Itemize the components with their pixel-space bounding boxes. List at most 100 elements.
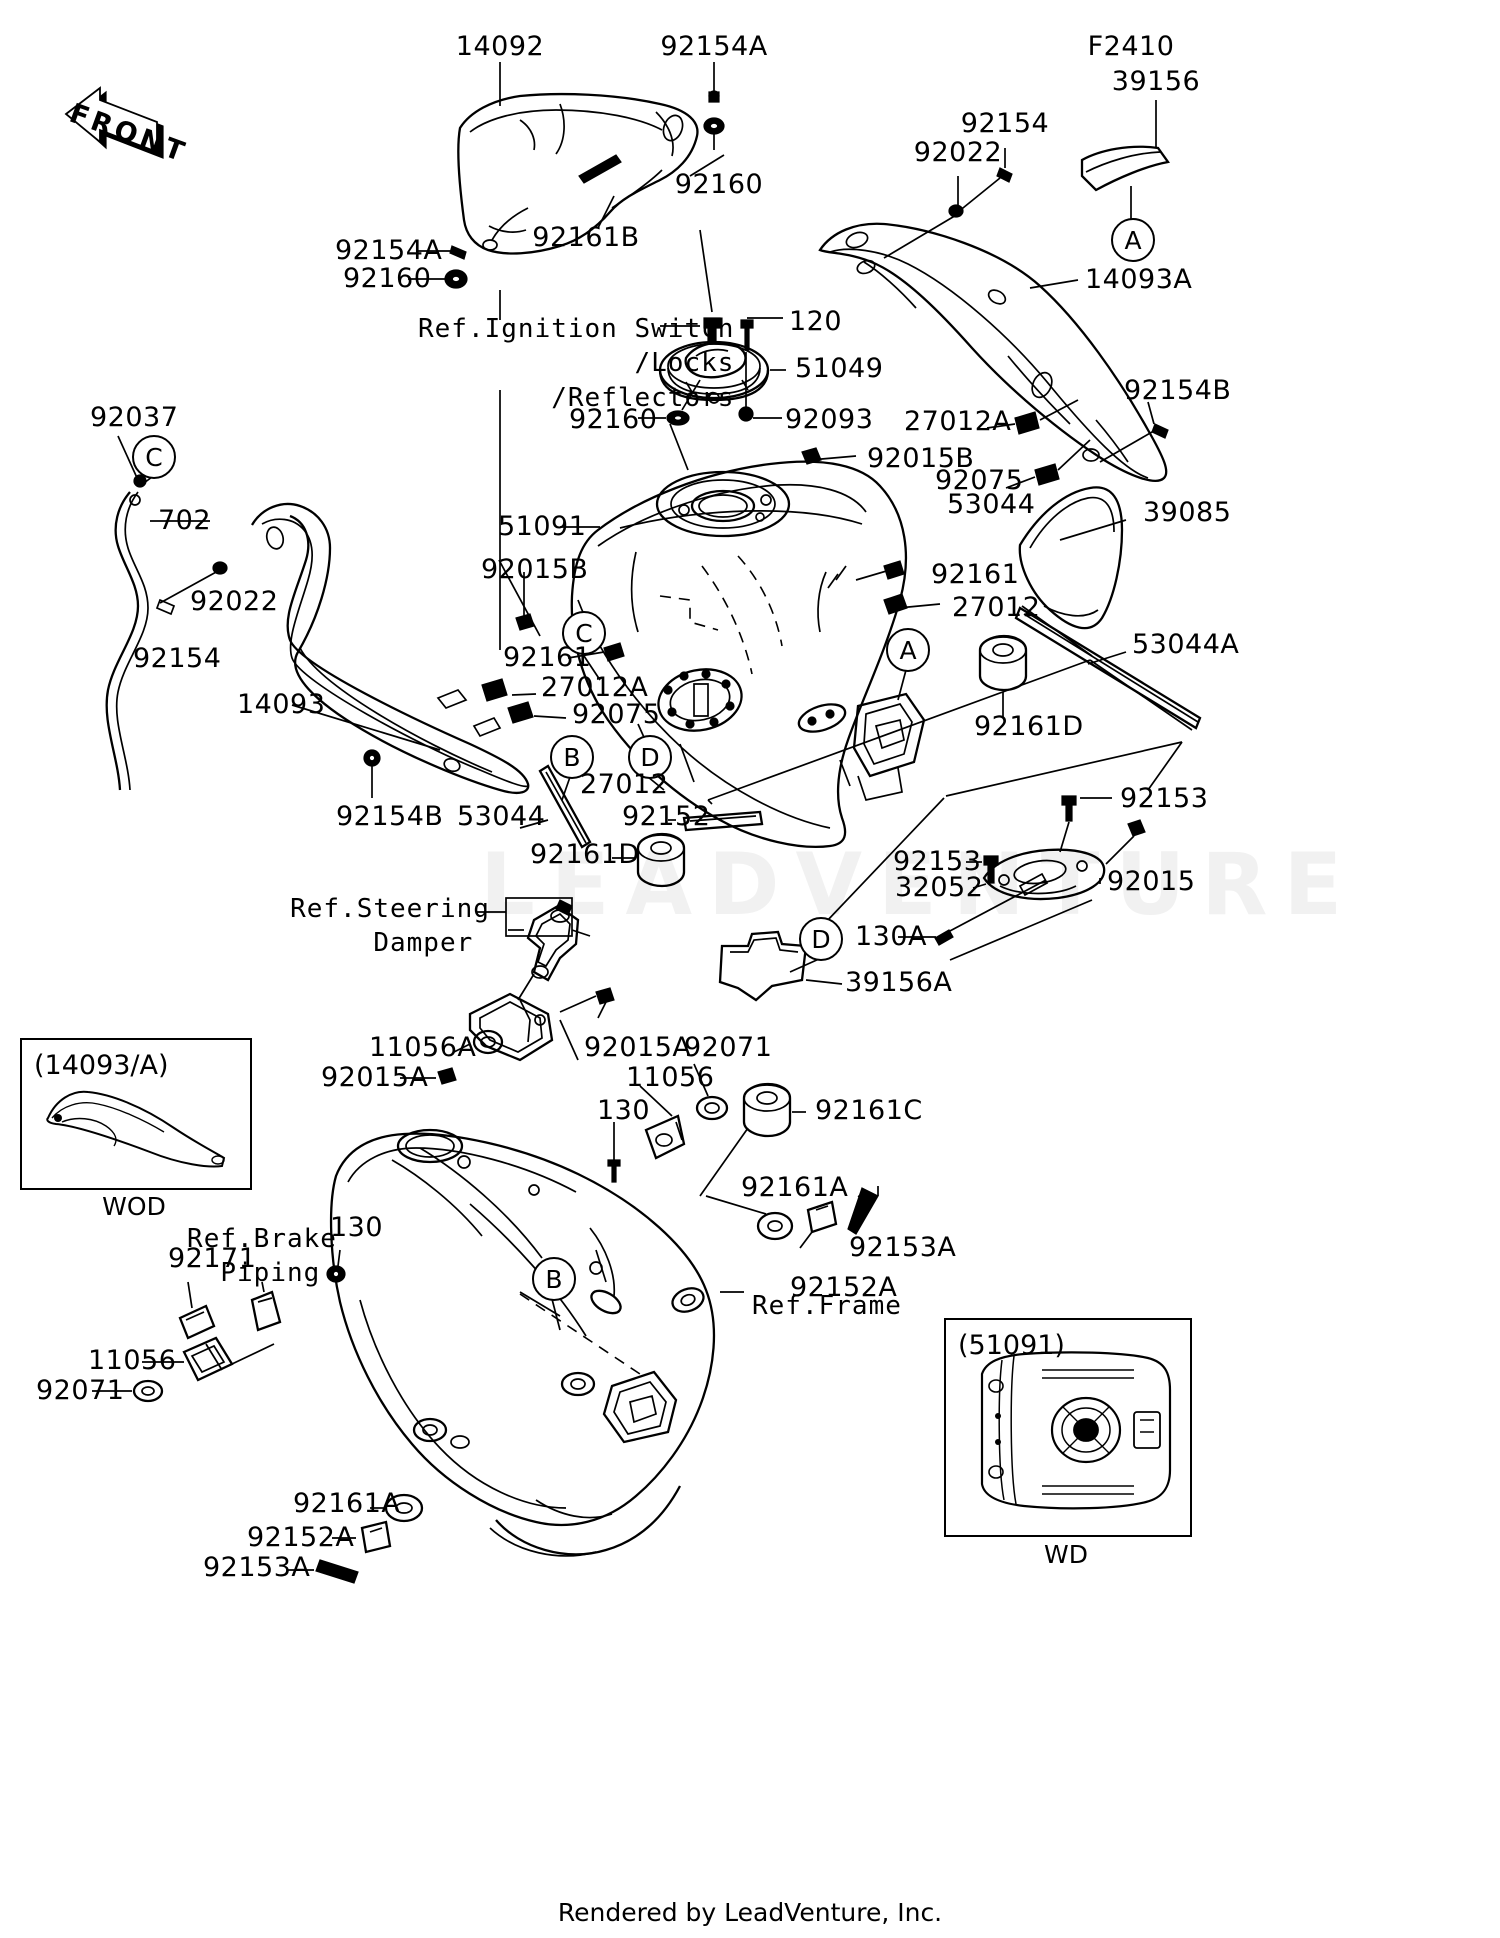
- clip-27012A-left: [481, 678, 508, 702]
- part-92152-rod: [682, 810, 764, 832]
- part-39085-pad: [1018, 486, 1124, 630]
- part-number-92153A: 92153A: [203, 1552, 311, 1583]
- part-number-130: 130: [597, 1095, 651, 1126]
- part-number-92161D: 92161D: [974, 711, 1084, 742]
- fastener-92154B-left: [363, 749, 381, 767]
- part-number-53044: 53044: [947, 489, 1036, 520]
- part-92161D-grommet-left: [636, 832, 686, 888]
- fastener-92154A-top: [708, 90, 720, 103]
- part-number-92071: 92071: [36, 1375, 125, 1406]
- fastener-92160-cap: [666, 410, 690, 426]
- fastener-92071-bottom: [132, 1379, 164, 1403]
- fastener-92015A-left: [437, 1067, 457, 1085]
- fuel-pump-plate: [657, 668, 743, 732]
- part-number-92022: 92022: [913, 137, 1003, 168]
- part-number-11056: 11056: [626, 1062, 715, 1093]
- ref-ignition-switch-label: Ref.Ignition Switch /Locks /Reflectors: [418, 314, 735, 413]
- part-32052-catch: [982, 848, 1106, 901]
- callout-marker-D-2: D: [799, 917, 843, 961]
- clip-92161-left: [603, 642, 625, 662]
- part-number-51049: 51049: [795, 353, 884, 384]
- part-number-39085: 39085: [1143, 497, 1232, 528]
- fastener-92152A-right: [806, 1200, 838, 1234]
- part-number-92161B: 92161B: [532, 222, 640, 253]
- tank-filler-ring: [655, 470, 791, 538]
- part-number-92171: 92171: [168, 1243, 257, 1274]
- part-number-92154B: 92154B: [1124, 375, 1232, 406]
- part-number-92161A: 92161A: [293, 1488, 401, 1519]
- clip-92075-left: [507, 701, 534, 724]
- fastener-92153A-right: [847, 1187, 879, 1235]
- fastener-92015B-left: [515, 613, 535, 631]
- part-number-92015: 92015: [1107, 866, 1196, 897]
- part-number-92075: 92075: [935, 465, 1024, 496]
- part-39156-pad: [1080, 145, 1170, 192]
- part-53044-strip-left: [538, 764, 592, 849]
- fastener-92022-left: [212, 561, 228, 575]
- part-number-92161A: 92161A: [741, 1172, 849, 1203]
- fastener-92153-left: [983, 855, 999, 884]
- part-number-92015B: 92015B: [481, 554, 589, 585]
- callout-marker-C-1: C: [132, 435, 176, 479]
- part-number-92037: 92037: [90, 402, 179, 433]
- fastener-120-bolt: [740, 319, 754, 351]
- part-53044A-strip: [1014, 606, 1202, 730]
- part-number-130A: 130A: [855, 921, 928, 952]
- part-number-92153A: 92153A: [849, 1232, 957, 1263]
- part-number-92154A: 92154A: [335, 235, 443, 266]
- fastener-92154B-right: [1151, 423, 1169, 439]
- tail-cowl-inset: [20, 1038, 252, 1190]
- part-piping-clamp: [250, 1290, 282, 1332]
- part-number-92022: 92022: [190, 586, 279, 617]
- clip-27012-right: [883, 593, 908, 615]
- fastener-92154A-left: [449, 245, 467, 260]
- tail-cowl-inset-caption: (14093/A): [34, 1050, 169, 1081]
- part-number-32052: 32052: [895, 872, 984, 903]
- fastener-damper-screw: [555, 899, 573, 916]
- part-number-92154: 92154: [133, 643, 222, 674]
- part-14093A-cover: [818, 222, 1168, 482]
- part-number-27012A: 27012A: [904, 406, 1012, 437]
- fastener-92152A-bottom: [360, 1520, 392, 1554]
- callout-marker-B-1: B: [550, 735, 594, 779]
- fastener-130-left: [326, 1265, 346, 1283]
- clip-92075-right: [1034, 463, 1060, 486]
- fastener-92153-top: [1061, 795, 1077, 822]
- part-number-27012A: 27012A: [541, 672, 649, 703]
- frame-lower-fittings: [412, 1287, 705, 1449]
- callout-marker-A-1: A: [1111, 218, 1155, 262]
- fastener-130A-bolt: [934, 872, 1049, 946]
- part-14092-cover: [457, 92, 699, 255]
- fastener-92160-left: [444, 269, 468, 289]
- part-92161D-grommet-right: [978, 634, 1028, 692]
- part-number-92152: 92152: [622, 801, 711, 832]
- part-number-130: 130: [330, 1212, 384, 1243]
- part-11056A-bracket: [468, 992, 554, 1062]
- part-number-92161D: 92161D: [530, 839, 640, 870]
- part-number-14093: 14093: [237, 689, 326, 720]
- fuel-tank-inset: [944, 1318, 1192, 1537]
- fastener-92015-right: [1127, 819, 1146, 837]
- part-number-11056: 11056: [88, 1345, 177, 1376]
- part-number-14093A: 14093A: [1085, 264, 1193, 295]
- part-number-92071: 92071: [684, 1032, 773, 1063]
- part-number-92152A: 92152A: [247, 1522, 355, 1553]
- part-number-92160: 92160: [569, 404, 658, 435]
- clip-92161-right: [883, 560, 905, 580]
- front-arrow-icon: [64, 86, 164, 159]
- ref-frame-label: Ref.Frame: [752, 1291, 902, 1321]
- part-number-92075: 92075: [572, 699, 661, 730]
- part-number-27012: 27012: [952, 592, 1041, 623]
- part-11056-bottom-left: [182, 1336, 234, 1382]
- part-number-120: 120: [789, 306, 843, 337]
- part-frame-lower: [329, 1128, 716, 1557]
- part-number-92152A: 92152A: [790, 1272, 898, 1303]
- part-number-92093: 92093: [785, 404, 874, 435]
- tank-rear-fittings: [797, 692, 926, 801]
- part-number-F2410: F2410: [1087, 31, 1175, 62]
- fuel-tank-inset-footer: WD: [1044, 1540, 1088, 1569]
- part-number-92153: 92153: [893, 846, 982, 877]
- part-number-92160: 92160: [343, 263, 432, 294]
- part-14093-cover: [251, 502, 530, 794]
- steering-damper-bracket: [526, 899, 591, 982]
